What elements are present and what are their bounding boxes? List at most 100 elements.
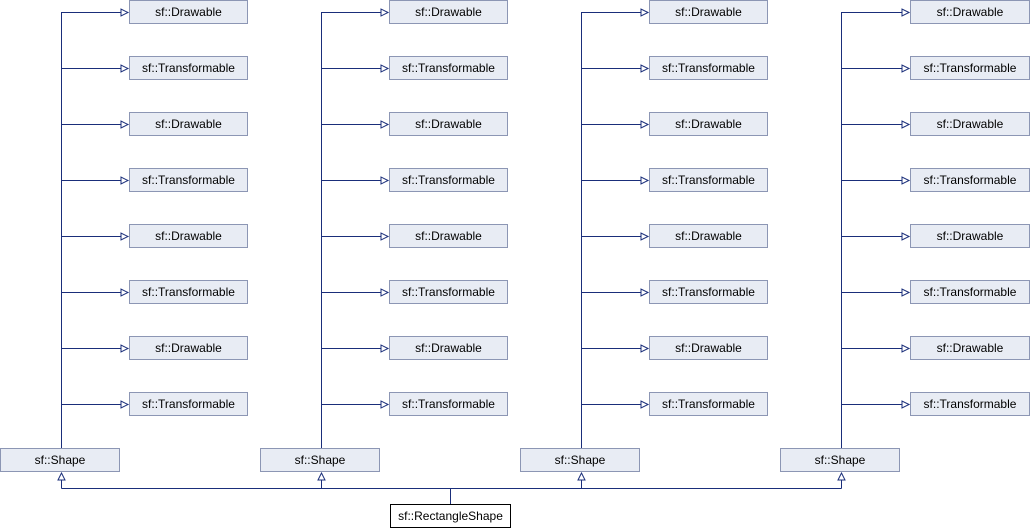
- arrow-c2-r6: [380, 288, 390, 297]
- base-class-node-c2-r5[interactable]: sf::Drawable: [389, 224, 508, 248]
- base-class-node-c3-r5[interactable]: sf::Drawable: [649, 224, 768, 248]
- arrow-c4-r6: [901, 288, 911, 297]
- arrow-c2-r7: [380, 344, 390, 353]
- bus-arrow-3: [577, 471, 586, 481]
- base-class-node-c2-r8[interactable]: sf::Transformable: [389, 392, 508, 416]
- base-class-node-c4-r5[interactable]: sf::Drawable: [910, 224, 1030, 248]
- shape-node-1-label: sf::Shape: [34, 453, 86, 467]
- base-class-node-c4-r3[interactable]: sf::Drawable: [910, 112, 1030, 136]
- base-class-node-c1-r3[interactable]: sf::Drawable: [129, 112, 248, 136]
- base-class-node-c2-r2-label: sf::Transformable: [402, 61, 495, 75]
- arrow-c2-r3: [380, 120, 390, 129]
- shape-node-3[interactable]: sf::Shape: [520, 448, 640, 472]
- arrow-c4-r3: [901, 120, 911, 129]
- base-class-node-c3-r4-label: sf::Transformable: [662, 173, 755, 187]
- base-class-node-c2-r1[interactable]: sf::Drawable: [389, 0, 508, 24]
- arrow-c2-r5: [380, 232, 390, 241]
- base-class-node-c1-r6[interactable]: sf::Transformable: [129, 280, 248, 304]
- base-class-node-c4-r7-label: sf::Drawable: [936, 341, 1004, 355]
- base-class-node-c4-r2[interactable]: sf::Transformable: [910, 56, 1030, 80]
- base-class-node-c3-r8[interactable]: sf::Transformable: [649, 392, 768, 416]
- bus-arrow-4: [837, 471, 846, 481]
- arrow-c4-r2: [901, 64, 911, 73]
- arrow-c1-r7: [120, 344, 130, 353]
- arrow-c4-r7: [901, 344, 911, 353]
- arrow-c1-r1: [120, 8, 130, 17]
- arrow-c3-r2: [640, 64, 650, 73]
- arrow-c3-r8: [640, 400, 650, 409]
- base-class-node-c4-r8[interactable]: sf::Transformable: [910, 392, 1030, 416]
- arrow-c3-r4: [640, 176, 650, 185]
- base-class-node-c2-r7[interactable]: sf::Drawable: [389, 336, 508, 360]
- base-class-node-c1-r3-label: sf::Drawable: [155, 117, 222, 131]
- base-class-node-c1-r8[interactable]: sf::Transformable: [129, 392, 248, 416]
- arrow-c2-r1: [380, 8, 390, 17]
- base-class-node-c1-r2-label: sf::Transformable: [142, 61, 235, 75]
- base-class-node-c4-r7[interactable]: sf::Drawable: [910, 336, 1030, 360]
- base-class-node-c2-r4[interactable]: sf::Transformable: [389, 168, 508, 192]
- arrow-c4-r8: [901, 400, 911, 409]
- base-class-node-c4-r1[interactable]: sf::Drawable: [910, 0, 1030, 24]
- base-class-node-c2-r3[interactable]: sf::Drawable: [389, 112, 508, 136]
- arrow-c3-r6: [640, 288, 650, 297]
- base-class-node-c1-r4[interactable]: sf::Transformable: [129, 168, 248, 192]
- arrow-c2-r4: [380, 176, 390, 185]
- base-class-node-c3-r3[interactable]: sf::Drawable: [649, 112, 768, 136]
- shape-node-2[interactable]: sf::Shape: [260, 448, 380, 472]
- arrow-c4-r4: [901, 176, 911, 185]
- base-class-node-c4-r1-label: sf::Drawable: [936, 5, 1004, 19]
- base-class-node-c2-r1-label: sf::Drawable: [415, 5, 482, 19]
- arrow-c2-r2: [380, 64, 390, 73]
- base-class-node-c4-r4-label: sf::Transformable: [923, 173, 1017, 187]
- base-class-node-c2-r5-label: sf::Drawable: [415, 229, 482, 243]
- base-class-node-c3-r4[interactable]: sf::Transformable: [649, 168, 768, 192]
- base-class-node-c4-r6[interactable]: sf::Transformable: [910, 280, 1030, 304]
- base-class-node-c3-r2-label: sf::Transformable: [662, 61, 755, 75]
- arrow-c1-r8: [120, 400, 130, 409]
- rectangle-shape-label: sf::RectangleShape: [398, 509, 503, 523]
- rectangle-shape-node: sf::RectangleShape: [390, 504, 511, 528]
- bus-arrow-2: [317, 471, 326, 481]
- arrow-c4-r1: [901, 8, 911, 17]
- arrow-c3-r1: [640, 8, 650, 17]
- base-class-node-c2-r6[interactable]: sf::Transformable: [389, 280, 508, 304]
- base-class-node-c3-r6[interactable]: sf::Transformable: [649, 280, 768, 304]
- base-class-node-c2-r8-label: sf::Transformable: [402, 397, 495, 411]
- arrow-c2-r8: [380, 400, 390, 409]
- base-class-node-c1-r4-label: sf::Transformable: [142, 173, 235, 187]
- arrow-c1-r3: [120, 120, 130, 129]
- arrow-c3-r7: [640, 344, 650, 353]
- shape-node-4[interactable]: sf::Shape: [780, 448, 900, 472]
- shape-node-1[interactable]: sf::Shape: [0, 448, 120, 472]
- shape-node-4-label: sf::Shape: [814, 453, 866, 467]
- base-class-node-c4-r4[interactable]: sf::Transformable: [910, 168, 1030, 192]
- base-class-node-c4-r6-label: sf::Transformable: [923, 285, 1017, 299]
- arrow-c1-r6: [120, 288, 130, 297]
- base-class-node-c2-r3-label: sf::Drawable: [415, 117, 482, 131]
- base-class-node-c4-r5-label: sf::Drawable: [936, 229, 1004, 243]
- base-class-node-c3-r8-label: sf::Transformable: [662, 397, 755, 411]
- base-class-node-c1-r7[interactable]: sf::Drawable: [129, 336, 248, 360]
- arrow-c1-r4: [120, 176, 130, 185]
- arrow-c1-r2: [120, 64, 130, 73]
- base-class-node-c3-r5-label: sf::Drawable: [675, 229, 742, 243]
- base-class-node-c4-r3-label: sf::Drawable: [936, 117, 1004, 131]
- base-class-node-c3-r1[interactable]: sf::Drawable: [649, 0, 768, 24]
- base-class-node-c2-r7-label: sf::Drawable: [415, 341, 482, 355]
- base-class-node-c4-r2-label: sf::Transformable: [923, 61, 1017, 75]
- base-class-node-c3-r1-label: sf::Drawable: [675, 5, 742, 19]
- base-class-node-c1-r5[interactable]: sf::Drawable: [129, 224, 248, 248]
- base-class-node-c1-r8-label: sf::Transformable: [142, 397, 235, 411]
- base-class-node-c3-r7[interactable]: sf::Drawable: [649, 336, 768, 360]
- base-class-node-c3-r2[interactable]: sf::Transformable: [649, 56, 768, 80]
- base-class-node-c1-r1[interactable]: sf::Drawable: [129, 0, 248, 24]
- base-class-node-c2-r6-label: sf::Transformable: [402, 285, 495, 299]
- base-class-node-c3-r6-label: sf::Transformable: [662, 285, 755, 299]
- arrow-c4-r5: [901, 232, 911, 241]
- base-class-node-c4-r8-label: sf::Transformable: [923, 397, 1017, 411]
- base-class-node-c2-r2[interactable]: sf::Transformable: [389, 56, 508, 80]
- base-class-node-c1-r2[interactable]: sf::Transformable: [129, 56, 248, 80]
- arrow-c3-r5: [640, 232, 650, 241]
